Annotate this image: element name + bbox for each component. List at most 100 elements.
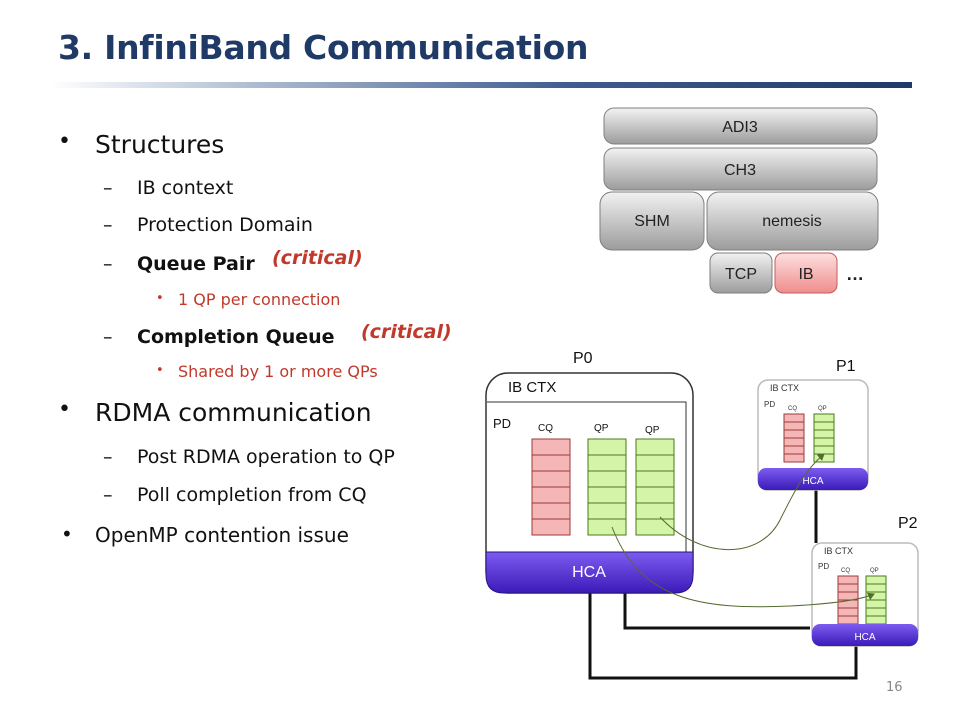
queue-cell: [865, 575, 887, 585]
qp-queue-1: [587, 438, 627, 536]
shm-layer: [599, 191, 705, 251]
queue-cell: [531, 470, 571, 488]
queue-cell: [635, 502, 675, 520]
p2-pd-label: PD: [818, 562, 829, 571]
queue-cell: [587, 454, 627, 472]
p1-cq-queue: [783, 413, 805, 463]
bullet-dot-icon: •: [58, 129, 71, 154]
queue-cell: [783, 445, 805, 455]
queue-cell: [783, 421, 805, 431]
qp-label-1: QP: [594, 423, 609, 434]
queue-cell: [813, 421, 835, 431]
queue-cell: [837, 575, 859, 585]
title-underline: [50, 82, 912, 88]
p2-qp-queue: [865, 575, 887, 625]
bullet-openmp: • OpenMP contention issue: [61, 522, 349, 547]
sub-ib-context-text: IB context: [137, 177, 234, 199]
queue-cell: [865, 583, 887, 593]
queue-cell: [635, 518, 675, 536]
qp-queue-2: [635, 438, 675, 536]
bullet-structures-text: Structures: [95, 130, 225, 159]
p0-label: P0: [573, 350, 593, 367]
queue-cell: [635, 470, 675, 488]
slide-title: 3. InfiniBand Communication: [58, 28, 589, 67]
sub-sub-qp: • 1 QP per connection: [156, 290, 340, 309]
bullet-dot-icon: •: [61, 522, 73, 546]
ib-layer: [774, 252, 838, 294]
queue-cell: [865, 599, 887, 609]
arrow-qp2-to-p1: [659, 453, 825, 551]
queue-cell: [837, 615, 859, 625]
p2-qp-label: QP: [870, 568, 879, 574]
sub-ib-context: – IB context: [103, 177, 234, 199]
sub-sub-cq-text: Shared by 1 or more QPs: [178, 362, 378, 381]
queue-cell: [587, 518, 627, 536]
bullet-openmp-text: OpenMP contention issue: [95, 523, 349, 547]
page-number: 16: [886, 680, 903, 695]
arrow-qp1-to-p2: [611, 526, 875, 608]
ib-label: IB: [798, 266, 813, 283]
sub-poll-text: Poll completion from CQ: [137, 484, 367, 506]
sub-protection-domain-text: Protection Domain: [137, 214, 313, 236]
bullet-rdma-text: RDMA communication: [95, 398, 372, 427]
p1-qp-queue: [813, 413, 835, 463]
queue-cell: [635, 438, 675, 456]
hca-label: HCA: [572, 564, 606, 581]
queue-cell: [587, 502, 627, 520]
tcp-label: TCP: [725, 266, 757, 283]
ch3-label: CH3: [724, 162, 756, 179]
p1-process: P1 IB CTX PD CQ QP HCA: [757, 358, 869, 491]
queue-cell: [783, 429, 805, 439]
dash-icon: –: [103, 214, 113, 236]
adi3-layer: [603, 107, 878, 145]
queue-cell: [531, 502, 571, 520]
ib-ctx-label: IB CTX: [508, 379, 556, 396]
queue-cell: [837, 583, 859, 593]
p2-process: P2 IB CTX PD CQ QP HCA: [811, 515, 919, 647]
bullet-dot-icon: •: [156, 363, 164, 378]
p2-label: P2: [898, 515, 918, 532]
sub-completion-queue: – Completion Queue: [103, 326, 335, 348]
p2-cq-label: CQ: [841, 568, 850, 574]
p2-hca-label: HCA: [854, 632, 875, 643]
queue-cell: [783, 437, 805, 447]
bullet-dot-icon: •: [156, 291, 164, 306]
network-links: [588, 490, 858, 680]
pd-border: [487, 401, 687, 552]
queue-cell: [783, 453, 805, 463]
sub-completion-queue-text: Completion Queue: [137, 326, 335, 348]
p1-pd-label: PD: [764, 400, 775, 409]
queue-cell: [813, 429, 835, 439]
p2-cq-queue: [837, 575, 859, 625]
sub-queue-pair-text: Queue Pair: [137, 253, 255, 275]
dash-icon: –: [103, 446, 113, 468]
queue-cell: [531, 454, 571, 472]
more-label: …: [846, 264, 864, 284]
sub-queue-pair: – Queue Pair: [103, 253, 255, 275]
p1-hca-label: HCA: [802, 476, 823, 487]
p2-hca-bar: [812, 624, 918, 646]
queue-pair-critical-note: (critical): [272, 247, 363, 269]
dash-icon: –: [103, 326, 113, 348]
p1-label: P1: [836, 358, 856, 375]
shm-label: SHM: [634, 213, 670, 230]
sub-protection-domain: – Protection Domain: [103, 214, 313, 236]
software-stack: ADI3 CH3 SHM nemesis TCP IB …: [599, 107, 879, 294]
sub-sub-cq: • Shared by 1 or more QPs: [156, 362, 378, 381]
bullet-rdma: • RDMA communication: [58, 397, 372, 427]
p0-process: P0 IB CTX PD CQ QP QP HCA: [485, 350, 694, 594]
ch3-layer: [603, 147, 878, 191]
bullet-dot-icon: •: [58, 397, 71, 422]
completion-queue-critical-note: (critical): [361, 321, 452, 343]
queue-cell: [635, 486, 675, 504]
cq-queue: [531, 438, 571, 536]
qp-connection-arrows: [611, 453, 875, 608]
nemesis-layer: [706, 191, 879, 251]
hca-bar: [485, 551, 694, 594]
p1-hca-bar: [758, 468, 868, 490]
bullet-structures: • Structures: [58, 129, 225, 159]
p1-cq-label: CQ: [788, 406, 797, 412]
dash-icon: –: [103, 177, 113, 199]
queue-cell: [813, 437, 835, 447]
